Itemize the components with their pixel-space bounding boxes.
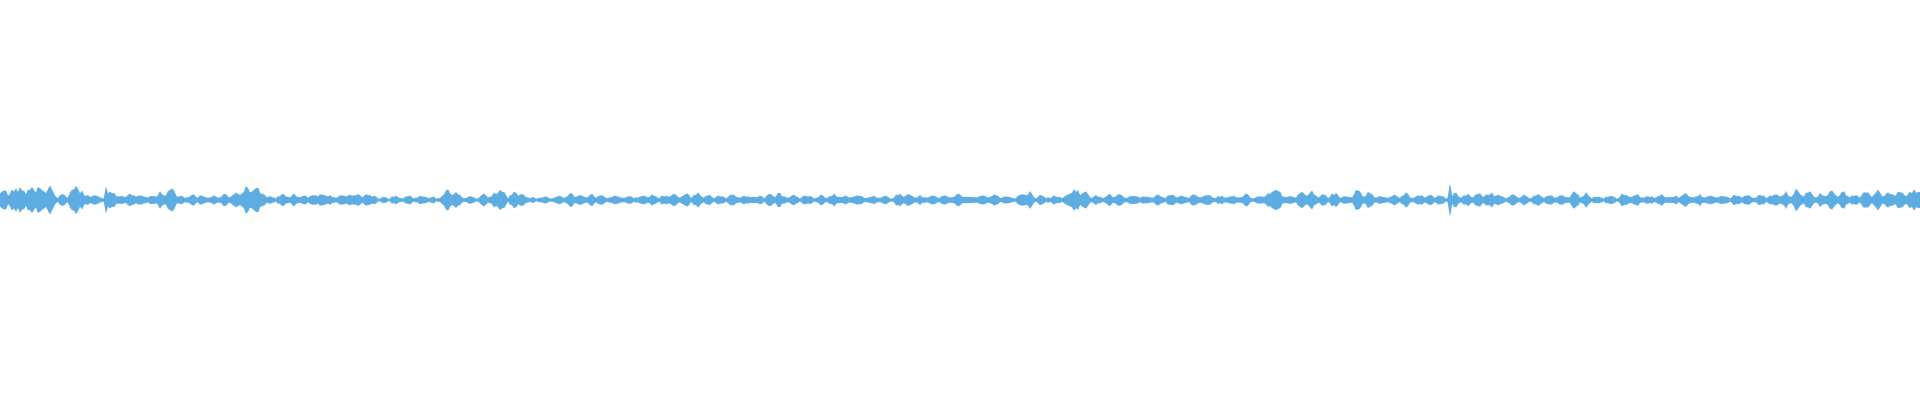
waveform-envelope bbox=[0, 184, 1920, 216]
